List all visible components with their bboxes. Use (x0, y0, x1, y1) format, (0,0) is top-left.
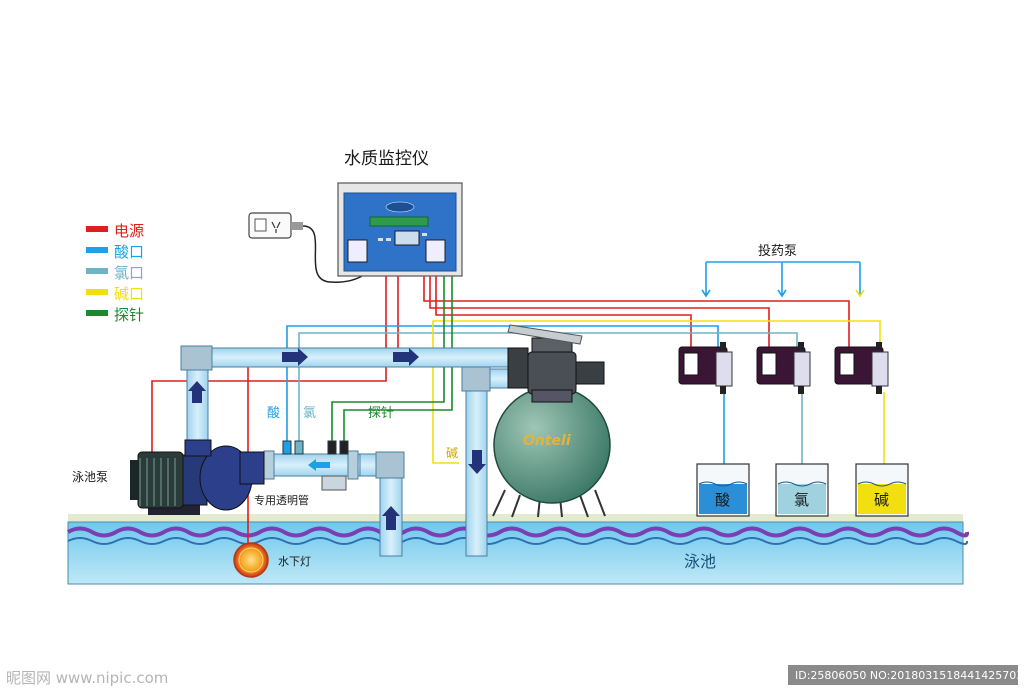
pool-label: 泳池 (684, 552, 716, 571)
legend-swatch (86, 226, 108, 232)
wall-socket (248, 212, 363, 283)
pool-pump-label: 泳池泵 (72, 470, 108, 484)
pool-pump (130, 439, 265, 515)
underwater-light (233, 542, 269, 578)
sand-filter (492, 324, 611, 518)
legend-label: 氯口 (114, 264, 144, 282)
probe-label: 探针 (368, 406, 394, 421)
dosing-pumps (678, 342, 889, 394)
chemical-tank-label: 碱 (874, 491, 889, 509)
dosing-pump-chlorine (756, 342, 811, 394)
acid-port-label: 酸 (267, 406, 280, 421)
dosing-pump-acid (678, 342, 733, 394)
watermark-site: 昵图网 www.nipic.com (6, 669, 168, 687)
legend-label: 酸口 (114, 243, 144, 261)
legend-swatch (86, 289, 108, 295)
legend-label: 探针 (114, 306, 144, 324)
flow-arrows (188, 348, 486, 530)
chemical-tank-label: 酸 (715, 491, 730, 509)
chemical-tank: 氯 (775, 463, 829, 517)
legend-label: 碱口 (114, 285, 144, 303)
alkali-port-label: 碱 (446, 446, 458, 460)
dosing-pump-alkali (834, 342, 889, 394)
chlorine-port-label: 氯 (303, 406, 316, 421)
chemical-tanks: 酸氯碱 (696, 463, 909, 517)
transparent-pipe-label: 专用透明管 (254, 493, 309, 507)
chemical-tank: 碱 (855, 463, 909, 517)
watermark-id: ID:25806050 NO:20180315184414257032 (795, 669, 1024, 682)
underwater-light-label: 水下灯 (278, 555, 311, 568)
legend-swatch (86, 310, 108, 316)
chemical-tank-label: 氯 (794, 491, 809, 509)
filter-logo: Onteli (523, 433, 571, 449)
diagram-title: 水质监控仪 (344, 149, 429, 169)
legend-swatch (86, 247, 108, 253)
water-quality-controller (337, 182, 463, 277)
watermark-id-bg (788, 665, 1018, 685)
legend-label: 电源 (114, 222, 144, 240)
legend-swatch (86, 268, 108, 274)
dosing-pumps-label: 投药泵 (758, 243, 797, 259)
chemical-tank: 酸 (696, 463, 750, 517)
pool (66, 514, 970, 585)
